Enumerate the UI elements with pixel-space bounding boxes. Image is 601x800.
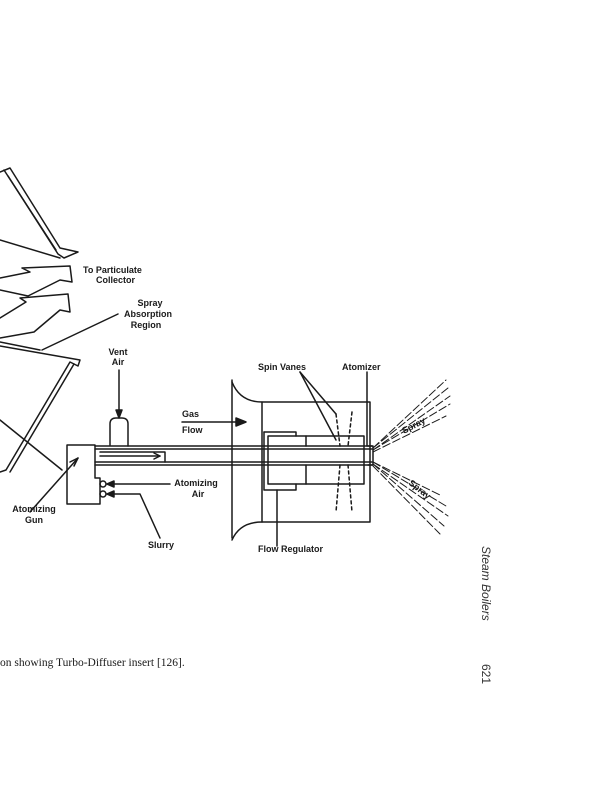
lower-duct-plate (0, 341, 81, 473)
gas-flow-arrow (181, 417, 247, 427)
atomizing-gun (29, 444, 107, 513)
diffuser-bell-mouth (231, 379, 371, 541)
label-atomizer: Atomizer (342, 362, 381, 372)
label-spin-vanes: Spin Vanes (258, 362, 306, 372)
running-head: Steam Boilers 621 (479, 546, 493, 726)
atomizer-nozzle (366, 371, 374, 466)
flow-regulator (263, 431, 365, 547)
slurry-arrow (106, 490, 161, 539)
spray-upper (372, 379, 451, 453)
atomizing-air-arrow (106, 480, 171, 488)
atomizing-lance (94, 445, 373, 466)
running-head-title: Steam Boilers (479, 546, 493, 621)
label-flow-regulator: Flow Regulator (258, 544, 323, 554)
vent-air-stack (109, 369, 129, 447)
label-spray-upper: Spray (400, 415, 427, 436)
spin-vanes-leaders (299, 371, 337, 441)
spray-absorption-leader (41, 313, 119, 351)
outlet-flow-arrow (0, 265, 73, 297)
figure-caption: on showing Turbo-Diffuser insert [126]. (0, 657, 185, 669)
inlet-flow-arrow (0, 293, 71, 339)
label-slurry: Slurry (148, 540, 174, 550)
spray-lower (372, 461, 449, 535)
page-number: 621 (479, 664, 493, 685)
upper-duct-plate (0, 167, 79, 259)
spin-vanes (335, 411, 353, 513)
